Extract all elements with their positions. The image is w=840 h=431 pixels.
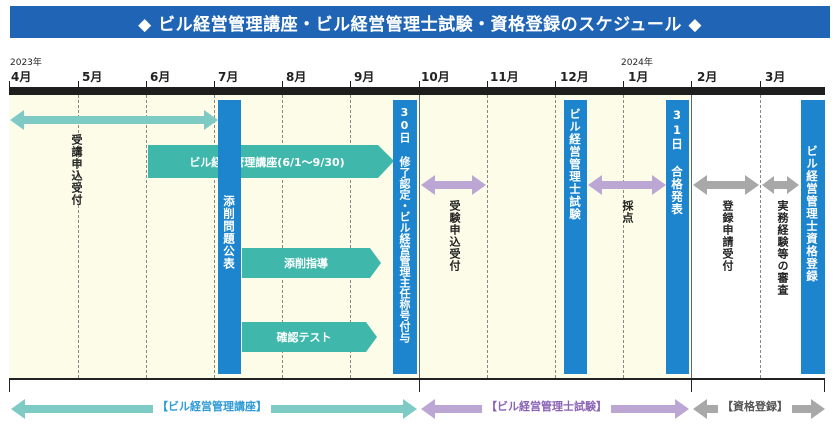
course-label: ビル経営管理講座(6/1～9/30) [189,155,345,169]
month-gridline [623,95,624,378]
month-gridline [350,95,351,378]
correction-problem-bar: 添削問題公表 [218,100,241,374]
timeline-tick [691,81,692,87]
month-label: 3月 [765,70,786,84]
month-gridline [487,95,488,378]
timeline-tick [146,81,147,87]
correction-label: 添削指導 [284,257,328,270]
month-gridline [78,95,79,378]
phase-exam-label: 【ビル経営管理士試験】 [482,398,611,414]
review-arrow [762,176,799,194]
timeline-tick [623,81,624,87]
timeline-tick [419,81,420,87]
month-label: 12月 [560,70,589,84]
timeline-tick [555,81,556,87]
result-bar: 31日 合格発表 [666,100,689,374]
bottom-tick [824,378,825,392]
month-label: 8月 [286,70,307,84]
result-label: 31日 合格発表 [670,108,684,216]
month-label: 5月 [82,70,103,84]
registration-application-arrow [693,175,759,195]
timeline-tick [9,81,10,87]
correction-problem-label: 添削問題公表 [222,195,236,270]
registration-label: ビル経営管理士資格登録 [805,145,819,283]
phase-course-label: 【ビル経営管理講座】 [153,398,271,414]
completion-label: 30日 修了認定・ビル経営管理主任称号付与 [398,106,411,343]
course-arrow [148,145,394,178]
exam-application-label: 受験申込受付 [448,200,461,272]
timeline-tick [282,81,283,87]
page-title: ◆ ビル経営管理講座・ビル経営管理士試験・資格登録のスケジュール ◆ [10,6,830,38]
month-label: 6月 [150,70,171,84]
bottom-divider [9,378,825,380]
month-gridline [555,95,556,378]
test-label: 確認テスト [276,331,332,344]
enrollment-arrow [10,110,218,130]
month-gridline [760,95,761,378]
bottom-tick [419,378,420,392]
month-label: 11月 [490,70,519,84]
enrollment-label: 受講申込受付 [70,134,83,206]
bottom-tick [9,378,10,392]
month-gridline [214,95,215,378]
timeline-tick [760,81,761,87]
test-arrow [242,322,377,352]
exam-bar: ビル経営管理士試験 [564,100,587,374]
registration-application-label: 登録申請受付 [721,200,734,272]
completion-bar: 30日 修了認定・ビル経営管理主任称号付与 [393,100,417,374]
review-label: 実務経験等の審査 [776,200,789,296]
correction-arrow [242,248,381,278]
month-label: 9月 [354,70,375,84]
month-label: 7月 [218,70,239,84]
phase-divider [419,95,420,378]
month-label: 4月 [11,70,32,84]
month-label: 2月 [697,70,718,84]
year-label-2024: 2024年 [621,58,653,68]
month-label: 1月 [628,70,649,84]
grading-label: 採点 [621,200,634,224]
month-gridline [146,95,147,378]
exam-application-arrow [421,175,486,195]
bottom-tick [691,378,692,392]
phase-registration-label: 【資格登録】 [718,398,792,414]
month-label: 10月 [421,70,450,84]
timeline-bar [9,87,825,95]
phase-divider [691,95,692,378]
timeline-tick [487,81,488,87]
month-gridline [282,95,283,378]
grading-arrow [588,175,666,195]
timeline-tick [78,81,79,87]
timeline-tick [350,81,351,87]
registration-bar: ビル経営管理士資格登録 [801,100,825,374]
exam-label: ビル経営管理士試験 [568,108,582,221]
timeline-tick [214,81,215,87]
year-label-2023: 2023年 [10,58,42,68]
